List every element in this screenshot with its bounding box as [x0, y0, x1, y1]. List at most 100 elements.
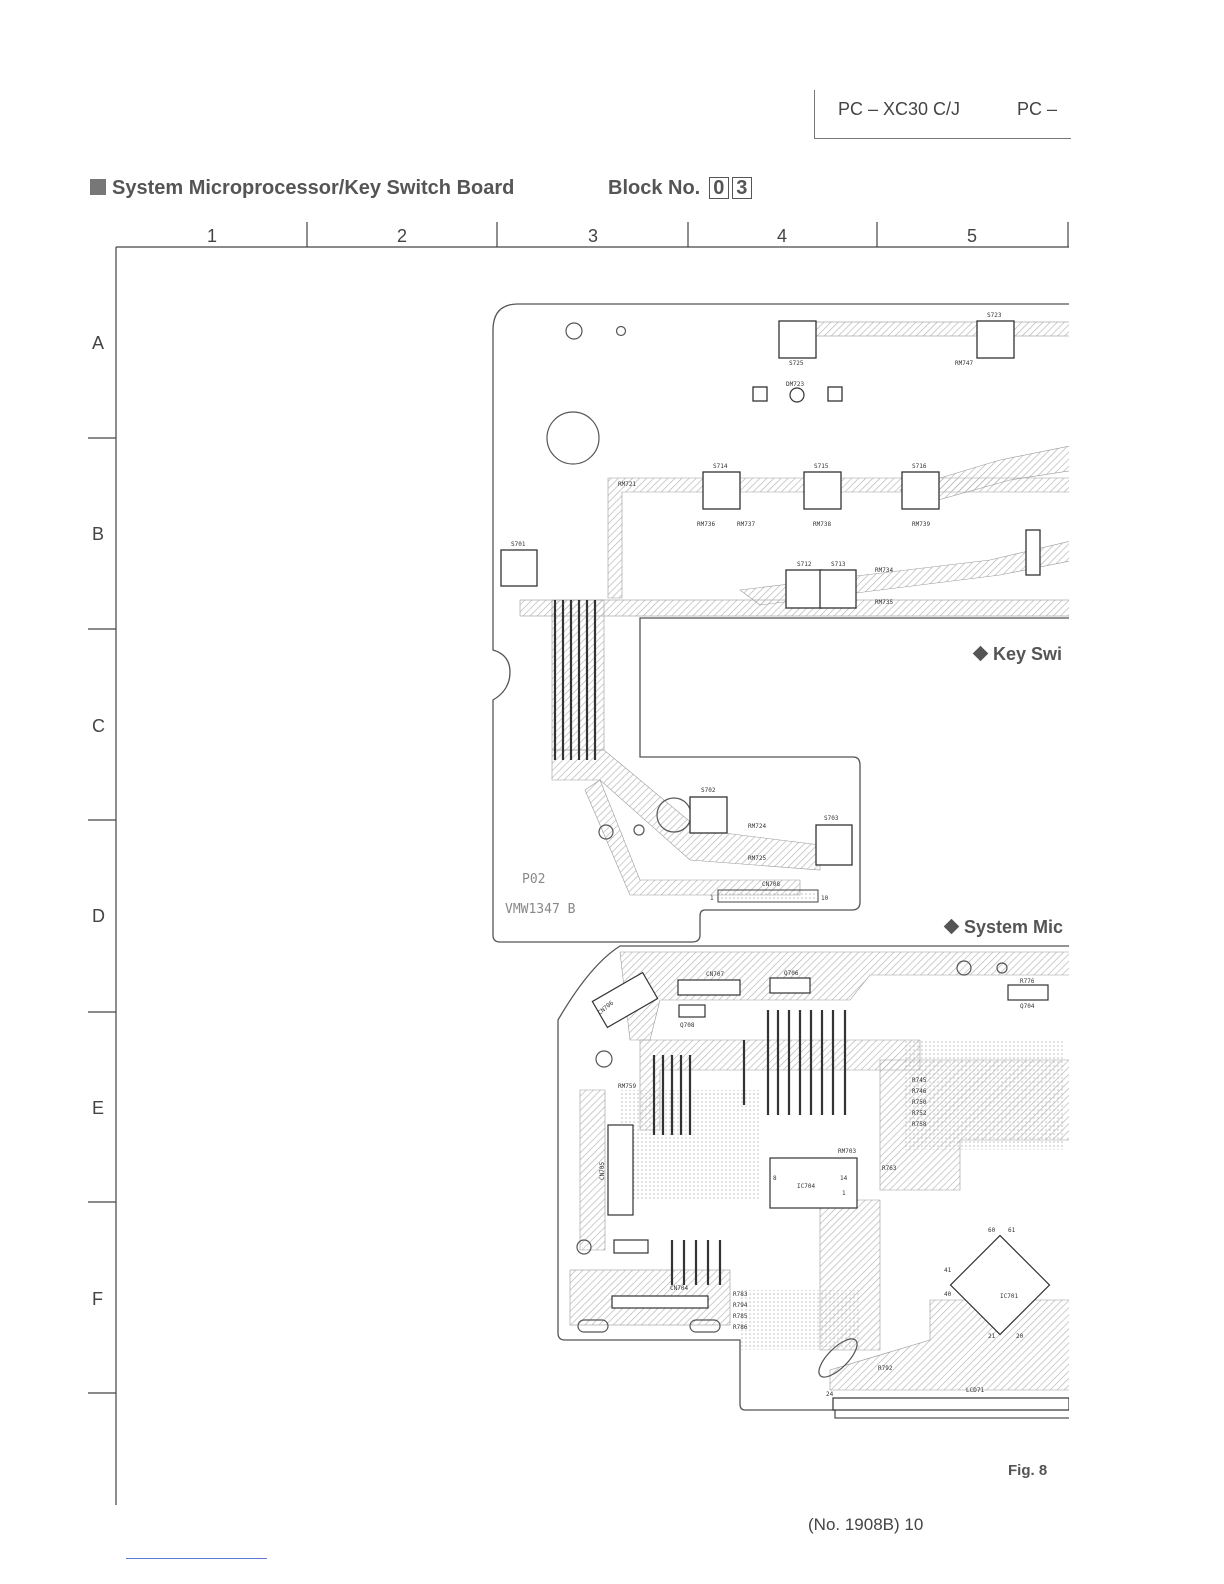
- pin-label: 14: [840, 1175, 848, 1182]
- component-label: S703: [824, 815, 839, 822]
- grid-row-label: F: [92, 1289, 103, 1309]
- component-label: RM747: [955, 360, 973, 367]
- board-code: P02: [522, 872, 545, 887]
- pin-label: 61: [1008, 1227, 1016, 1234]
- system-board-pads: [620, 1040, 1065, 1350]
- pin-label: 10: [821, 895, 829, 902]
- key-switches: [500, 320, 1041, 866]
- component-label: RM734: [875, 567, 893, 574]
- pin-label: 1: [710, 895, 714, 902]
- component-label: R763: [882, 1165, 897, 1172]
- key-switch-board-label: Key Swi: [972, 644, 1063, 665]
- component-label: Q706: [784, 970, 799, 977]
- system-micro-board-label-text: System Mic: [964, 917, 1064, 937]
- component-label: Q704: [1020, 1003, 1035, 1010]
- figure-label: Fig. 8: [1008, 1462, 1048, 1479]
- component-label: R745: [912, 1077, 927, 1084]
- component-label: CN708: [762, 881, 780, 888]
- block-digit: 3: [731, 177, 752, 199]
- pin-label: 60: [988, 1227, 996, 1234]
- row-dividers: [88, 437, 116, 1394]
- component-label: R746: [912, 1088, 927, 1095]
- component-label: R794: [733, 1302, 748, 1309]
- component-label: RM736: [697, 521, 715, 528]
- block-number-label: Block No.: [608, 177, 701, 199]
- pin-label: 1: [842, 1190, 846, 1197]
- board-code: VMW1347 B: [505, 902, 576, 917]
- component-label: S723: [987, 312, 1002, 319]
- system-micro-board-outline: [557, 945, 1069, 1419]
- grid-row-label: E: [92, 1098, 105, 1118]
- header-box: [814, 90, 1071, 139]
- component-label: CN704: [670, 1285, 688, 1292]
- page-number: (No. 1908B) 10: [808, 1515, 924, 1534]
- component-label: S712: [797, 561, 812, 568]
- connector-cn708: [717, 889, 819, 903]
- bottom-rule: [126, 1558, 267, 1559]
- section-title: System Microprocessor/Key Switch Board: [90, 177, 514, 200]
- component-label: R750: [912, 1099, 927, 1106]
- component-label: Q708: [680, 1022, 695, 1029]
- component-label: DM723: [786, 381, 804, 388]
- component-label: R776: [1020, 978, 1035, 985]
- component-label: RM737: [737, 521, 755, 528]
- column-dividers: [306, 222, 1069, 247]
- section-title-text: System Microprocessor/Key Switch Board: [112, 177, 515, 199]
- system-micro-board-label: System Mic: [943, 917, 1064, 938]
- component-label: S713: [831, 561, 846, 568]
- component-label: CN705: [599, 1162, 606, 1180]
- diamond-bullet-icon: [943, 918, 960, 935]
- system-board-ics: [591, 971, 1069, 1411]
- led-icon: [789, 387, 805, 403]
- pin-label: 21: [988, 1333, 996, 1340]
- component-label: RM703: [838, 1148, 856, 1155]
- grid-row-label: B: [92, 524, 105, 544]
- model-number: PC – XC30 C/J: [838, 99, 961, 119]
- component-label: R758: [912, 1121, 927, 1128]
- model-number-2: PC –: [1017, 99, 1058, 119]
- block-digit: 0: [708, 177, 729, 199]
- grid-column-label: 3: [587, 226, 598, 246]
- component-label: R792: [878, 1365, 893, 1372]
- component-label: RM738: [813, 521, 831, 528]
- component-label: S715: [814, 463, 829, 470]
- component-label: IC701: [1000, 1293, 1018, 1300]
- component-label: S725: [789, 360, 804, 367]
- component-label: R786: [733, 1324, 748, 1331]
- component-label: CN707: [706, 971, 724, 978]
- component-label: RM721: [618, 481, 636, 488]
- grid-row-label: A: [92, 333, 105, 353]
- pin-label: 8: [773, 1175, 777, 1182]
- component-label: S701: [511, 541, 526, 548]
- diamond-bullet-icon: [972, 645, 989, 662]
- pin-label: 41: [944, 1267, 952, 1274]
- component-label: S714: [713, 463, 728, 470]
- pin-label: 40: [944, 1291, 952, 1298]
- pin-label: 20: [1016, 1333, 1024, 1340]
- component-label: R752: [912, 1110, 927, 1117]
- component-label: R783: [733, 1291, 748, 1298]
- grid-column-label: 2: [396, 226, 407, 246]
- component-label: RM739: [912, 521, 930, 528]
- component-label: RM724: [748, 823, 766, 830]
- grid-row-label: C: [92, 716, 105, 736]
- grid-column-label: 1: [206, 226, 217, 246]
- pin-label: 24: [826, 1391, 834, 1398]
- component-label: R785: [733, 1313, 748, 1320]
- component-label: RM735: [875, 599, 893, 606]
- component-label: LCD71: [966, 1387, 984, 1394]
- square-bullet-icon: [90, 179, 106, 195]
- grid-column-label: 5: [966, 226, 977, 246]
- grid-row-label: D: [92, 906, 105, 926]
- grid-column-label: 4: [776, 226, 787, 246]
- component-label: S716: [912, 463, 927, 470]
- component-label: S702: [701, 787, 716, 794]
- component-label: RM759: [618, 1083, 636, 1090]
- component-label: RM725: [748, 855, 766, 862]
- system-board-holes: [576, 960, 1008, 1378]
- key-switch-board-outline: [492, 303, 1069, 943]
- jumper-wires: [553, 600, 847, 1285]
- key-switch-board-label-text: Key Swi: [993, 644, 1063, 664]
